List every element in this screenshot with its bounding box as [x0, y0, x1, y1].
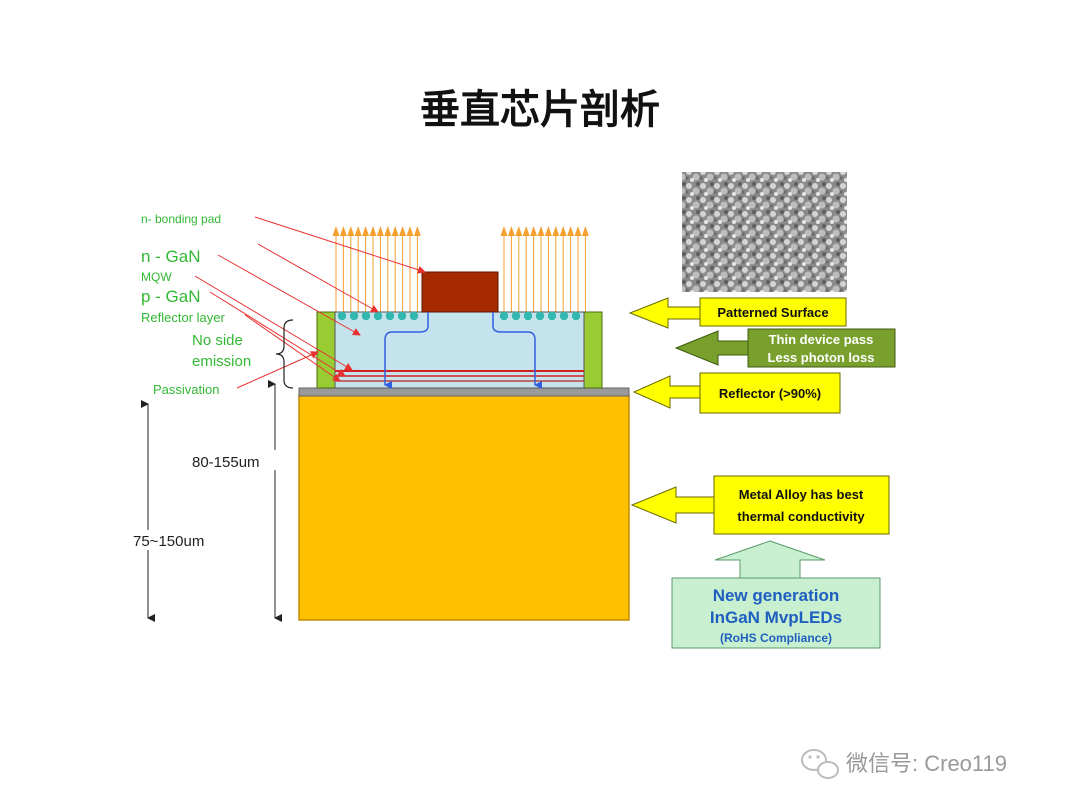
light-ray-arrow [500, 226, 508, 312]
patterned-surface-label: Patterned Surface [717, 305, 828, 320]
reflector-arrow [632, 375, 701, 409]
light-ray-arrow [530, 226, 538, 312]
light-ray-arrow [581, 226, 589, 312]
surface-bump [547, 311, 557, 321]
label-n-bonding-pad: n- bonding pad [141, 212, 221, 226]
brace-no-side-emission [275, 319, 294, 389]
light-emission-arrows [332, 226, 589, 312]
light-ray-arrow [537, 226, 545, 312]
surface-bump [535, 311, 545, 321]
surface-bump [349, 311, 359, 321]
label-n-gan: n - GaN [141, 247, 201, 266]
leader-lines [194, 216, 426, 389]
watermark-text: 微信号: Creo119 [846, 751, 1007, 776]
light-ray-arrow [574, 226, 582, 312]
patterned-surface-arrow [628, 297, 701, 329]
surface-bump [523, 311, 533, 321]
metal-alloy-substrate [298, 394, 630, 621]
up-arrow-icon [714, 540, 826, 579]
light-ray-arrow [347, 226, 355, 312]
thin-device-arrow [674, 330, 749, 366]
light-ray-arrow [399, 226, 407, 312]
surface-bump [559, 311, 569, 321]
light-ray-arrow [406, 226, 414, 312]
surface-bump [511, 311, 521, 321]
dimension-inner-bg [190, 450, 280, 470]
light-ray-arrow [522, 226, 530, 312]
reflector-label: Reflector (>90%) [719, 386, 821, 401]
light-ray-arrow [384, 226, 392, 312]
reflector-strip [298, 387, 630, 397]
surface-bump [373, 311, 383, 321]
light-ray-arrow [567, 226, 575, 312]
label-passivation: Passivation [153, 382, 219, 397]
light-ray-arrow [339, 226, 347, 312]
metal-alloy-arrow [630, 486, 715, 524]
dimension-outer-label: 75~150um [133, 533, 204, 550]
surface-bump [397, 311, 407, 321]
light-ray-arrow [391, 226, 399, 312]
surface-bump [499, 311, 509, 321]
label-emission: emission [192, 353, 251, 370]
surface-bump [571, 311, 581, 321]
surface-bump [361, 311, 371, 321]
dimension-inner-label: 80-155um [192, 454, 260, 471]
light-ray-arrow [552, 226, 560, 312]
passivation-left [316, 311, 336, 389]
new-generation-line-3: (RoHS Compliance) [720, 631, 832, 645]
thin-device-box [747, 328, 896, 368]
new-generation-line-1: New generation [713, 586, 840, 605]
passivation-right [583, 311, 603, 389]
new-generation-box [671, 577, 881, 649]
patterned-surface-bumps [337, 311, 581, 321]
metal-alloy-label-1: Metal Alloy has best [739, 487, 864, 502]
thin-device-label-2: Less photon loss [768, 350, 875, 365]
light-ray-arrow [544, 226, 552, 312]
light-ray-arrow [507, 226, 515, 312]
light-ray-arrow [369, 226, 377, 312]
sem-surface-image [682, 172, 847, 292]
n-bonding-pad [421, 271, 499, 313]
dimension-outer-bg [132, 530, 227, 550]
thin-device-label-1: Thin device pass [769, 332, 874, 347]
light-ray-arrow [515, 226, 523, 312]
new-generation-line-2: InGaN MvpLEDs [710, 608, 842, 627]
patterned-surface-box [699, 297, 847, 327]
current-path-left [384, 312, 429, 389]
light-ray-arrow [376, 226, 384, 312]
label-no-side: No side [192, 332, 243, 349]
page-title: 垂直芯片剖析 [420, 86, 660, 133]
light-ray-arrow [332, 226, 340, 312]
surface-bump [385, 311, 395, 321]
current-path-right [492, 312, 542, 389]
metal-alloy-box [713, 475, 890, 535]
light-ray-arrow [354, 226, 362, 312]
reflector-box [699, 372, 841, 414]
label-mqw: MQW [141, 270, 172, 284]
label-p-gan: p - GaN [141, 287, 201, 306]
surface-bump [409, 311, 419, 321]
wechat-icon [801, 749, 839, 779]
light-ray-arrow [362, 226, 370, 312]
metal-alloy-label-2: thermal conductivity [737, 509, 865, 524]
label-reflector-layer: Reflector layer [141, 310, 225, 325]
light-ray-arrow [559, 226, 567, 312]
surface-bump [337, 311, 347, 321]
